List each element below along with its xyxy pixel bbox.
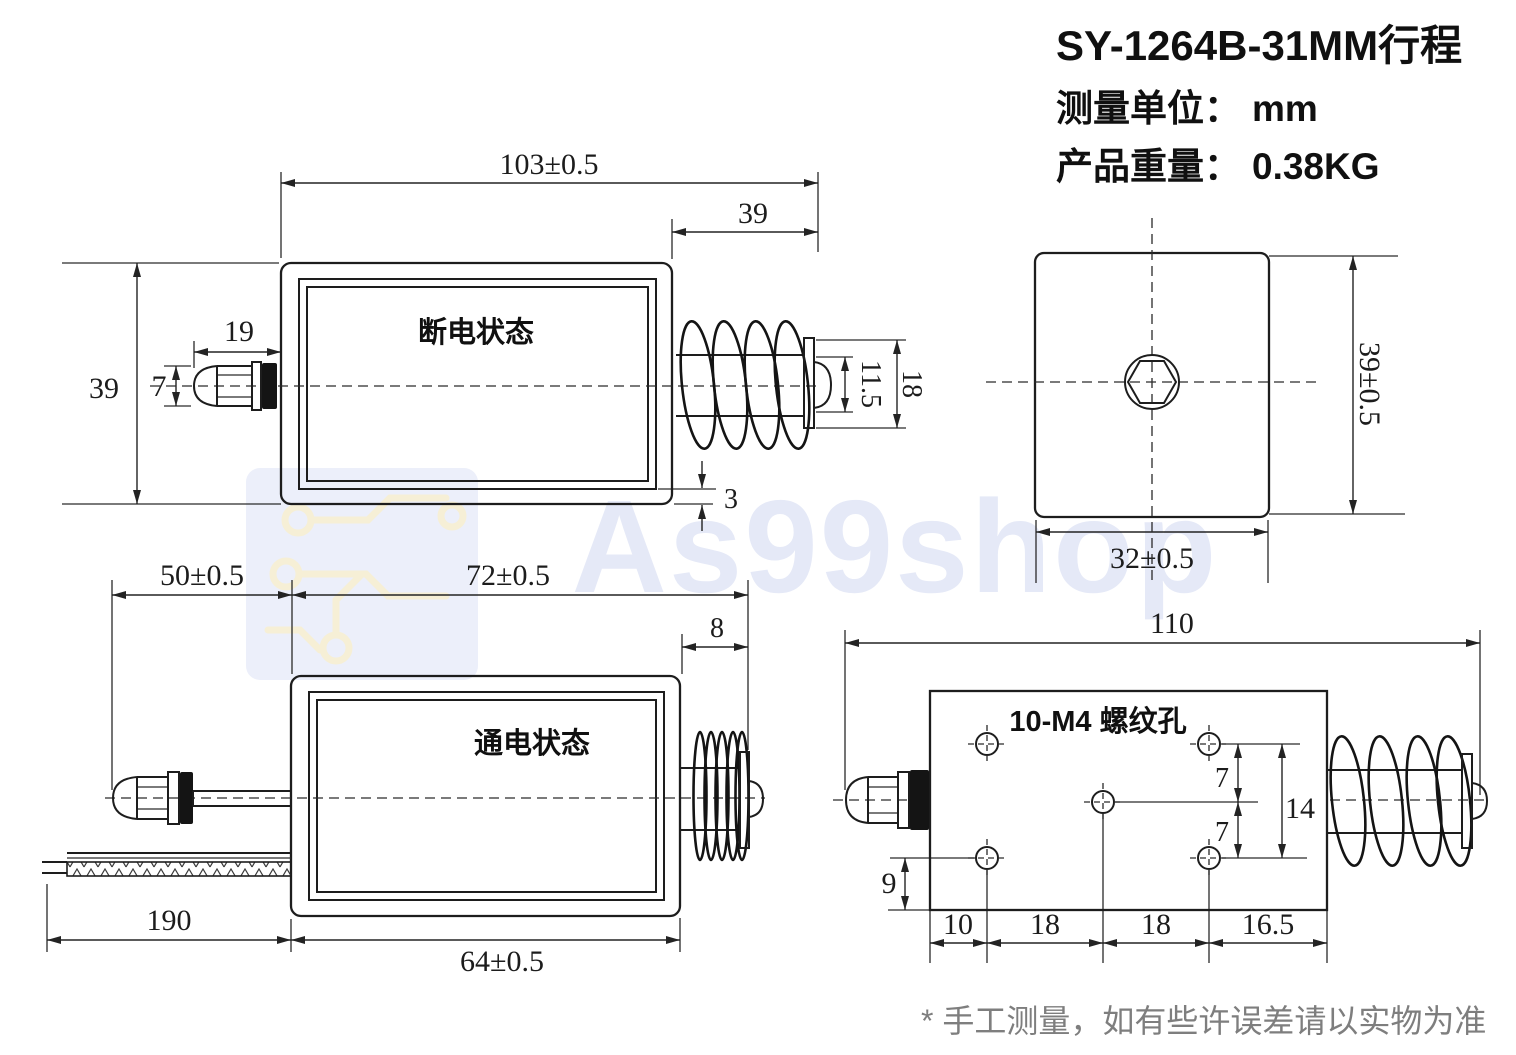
dim-col2: 18 xyxy=(1030,908,1060,941)
weight-value: 0.38KG xyxy=(1252,146,1380,187)
off-state-label: 断电状态 xyxy=(418,316,534,349)
mounting-hole xyxy=(1190,839,1228,877)
off-state-rod-end xyxy=(803,337,833,429)
dim-col3: 18 xyxy=(1141,908,1171,941)
mounting-holes-label: 10-M4 螺纹孔 xyxy=(1009,705,1186,738)
plunger-rubber-ring xyxy=(180,772,193,824)
title-block: SY-1264B-31MM行程 测量单位： mm 产品重量： 0.38KG xyxy=(1056,22,1462,187)
on-state-spring xyxy=(680,730,765,862)
dim-wall-thickness: 3 xyxy=(724,484,738,515)
mounting-body-outline xyxy=(928,689,1329,912)
mounting-hole xyxy=(1084,783,1122,821)
on-state-view: 50±0.5 72±0.5 8 190 64±0.5 通电状态 xyxy=(42,559,765,978)
off-state-body xyxy=(279,261,674,506)
dim-overall-length: 103±0.5 xyxy=(500,148,599,181)
off-state-plunger xyxy=(192,361,277,411)
front-extension-lines xyxy=(1035,255,1405,583)
on-state-label: 通电状态 xyxy=(474,727,590,760)
dim-body-length: 64±0.5 xyxy=(460,945,544,978)
on-state-dimension-lines xyxy=(47,591,748,944)
mounting-plunger xyxy=(844,770,929,830)
front-view: 39±0.5 32±0.5 xyxy=(986,218,1405,585)
mounting-hole xyxy=(968,725,1006,763)
unit-value: mm xyxy=(1252,88,1318,129)
dim-front-height: 39±0.5 xyxy=(1353,342,1386,426)
off-state-view: 103±0.5 39 39 19 7 11.5 18 3 断电状态 xyxy=(62,148,927,531)
mounting-hole xyxy=(1190,725,1228,763)
dim-bottom-edge: 9 xyxy=(882,867,897,900)
product-model: SY-1264B-31MM行程 xyxy=(1056,22,1462,69)
off-state-spring xyxy=(676,320,811,450)
on-state-plunger xyxy=(111,771,291,825)
weight-label: 产品重量： xyxy=(1056,146,1241,187)
dim-rod-end-outer: 18 xyxy=(896,370,927,398)
dim-mounting-overall: 110 xyxy=(1150,607,1194,640)
mounting-view: 110 7 7 14 9 10 18 18 16.5 10-M4 螺纹孔 xyxy=(833,607,1489,963)
plunger-rubber-ring xyxy=(910,770,929,830)
dim-stroke: 50±0.5 xyxy=(160,559,244,592)
dim-col1: 10 xyxy=(943,908,973,941)
mounting-hole xyxy=(968,839,1006,877)
dim-lead-wire-length: 190 xyxy=(147,904,192,937)
mounting-holes xyxy=(968,725,1228,877)
unit-label: 测量单位： xyxy=(1056,88,1241,129)
dim-col4: 16.5 xyxy=(1242,908,1295,941)
dim-rod-end-inner: 11.5 xyxy=(855,360,886,408)
off-state-dimension-lines xyxy=(133,179,901,531)
dim-hole-offset-top: 7 xyxy=(1215,763,1229,794)
measurement-note: * 手工测量，如有些许误差请以实物为准 xyxy=(921,1003,1486,1039)
lead-wire xyxy=(42,852,292,877)
dim-extended-length: 72±0.5 xyxy=(466,559,550,592)
dim-hole-offset-bottom: 7 xyxy=(1215,817,1229,848)
front-hex-hole xyxy=(1124,354,1180,410)
on-state-body xyxy=(289,674,682,918)
mounting-spring xyxy=(1327,735,1489,867)
dim-spring-compressed: 8 xyxy=(710,613,724,644)
dim-hole-span: 14 xyxy=(1285,792,1315,825)
mounting-dimension-lines xyxy=(845,639,1480,947)
dim-spring-section: 39 xyxy=(738,197,768,230)
dim-body-height: 39 xyxy=(89,372,119,405)
plunger-rubber-ring xyxy=(262,363,277,409)
dim-plunger-length: 19 xyxy=(224,315,254,348)
